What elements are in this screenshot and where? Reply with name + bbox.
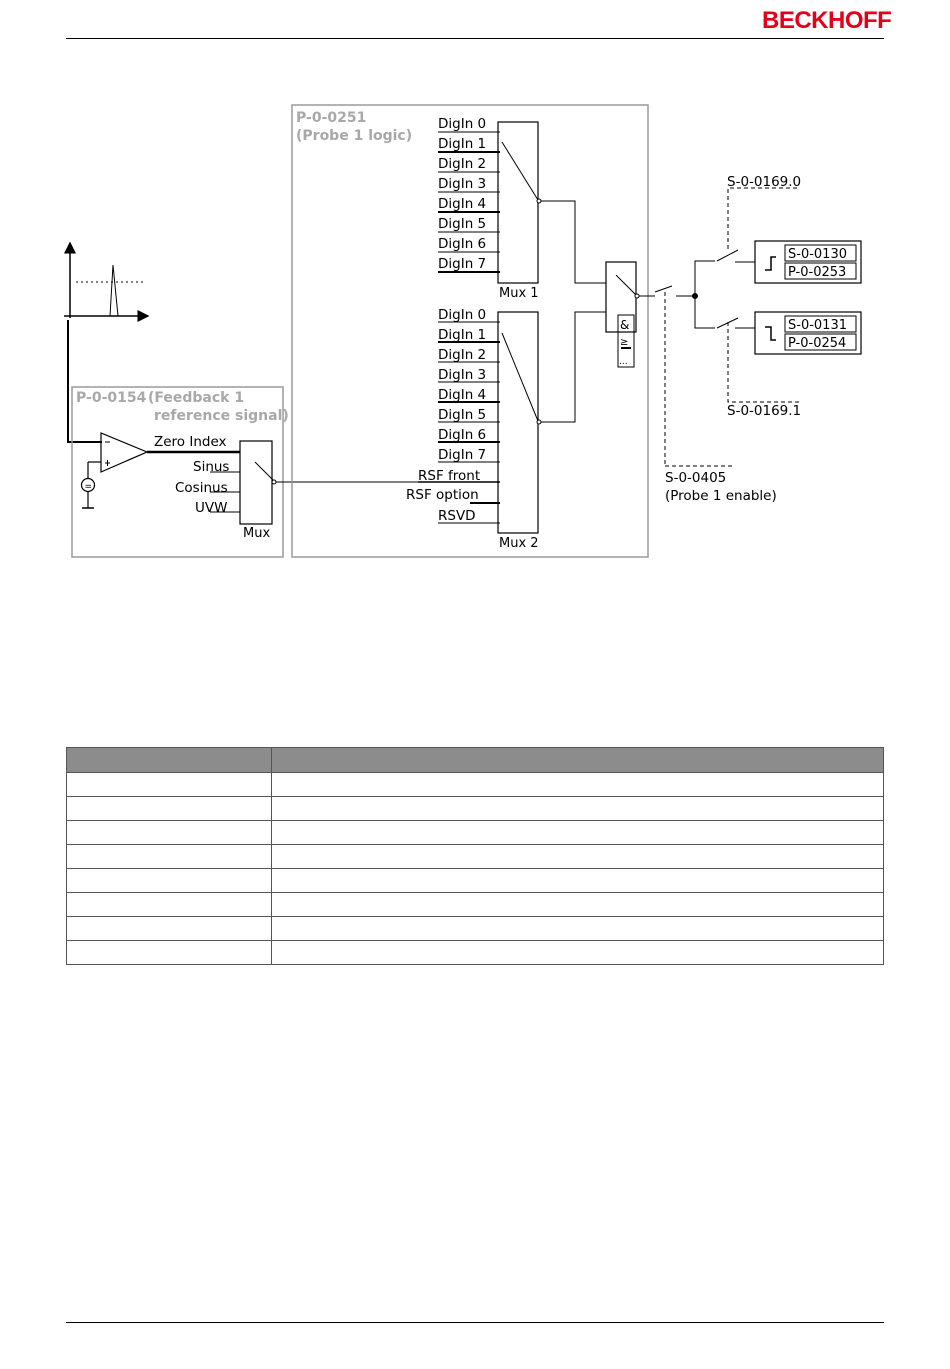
table-row — [66, 844, 884, 869]
logic-or-symbol: ≥ — [620, 337, 628, 348]
enable-label: (Probe 1 enable) — [665, 488, 777, 504]
table-cell — [271, 892, 884, 917]
parameter-table — [66, 747, 884, 965]
footer-rule — [66, 1322, 884, 1323]
signal-graph — [64, 241, 150, 443]
feedback-box: P-0-0154 (Feedback 1 reference signal) — [71, 386, 289, 558]
reference-source-icon — [80, 477, 96, 493]
table-header-cell — [66, 747, 272, 773]
probe-param: P-0-0251 — [296, 110, 366, 126]
mux1-input-1: DigIn 1 — [438, 136, 486, 152]
mux2-input-1: DigIn 1 — [438, 327, 486, 343]
mux2-input-5: DigIn 5 — [438, 407, 486, 423]
beckhoff-logo: BECKHOFF — [762, 7, 892, 34]
mux2-input-9: RSF option — [406, 487, 479, 503]
table-header — [66, 747, 884, 773]
mux1-input-5: DigIn 5 — [438, 216, 486, 232]
mux2-input-2: DigIn 2 — [438, 347, 486, 363]
probe-title: (Probe 1 logic) — [296, 128, 412, 144]
table-header-cell — [271, 747, 884, 773]
table-cell — [66, 940, 272, 965]
mux1-input-3: DigIn 3 — [438, 176, 486, 192]
table-cell — [66, 916, 272, 941]
mux1-label: Mux 1 — [499, 286, 539, 301]
control-top: S-0-0169.0 — [727, 174, 801, 190]
rising-edge-icon — [765, 256, 776, 271]
table-cell — [271, 796, 884, 821]
input-uvw: UVW — [195, 500, 227, 516]
table-row — [66, 940, 884, 965]
mux2-inputs: DigIn 0 DigIn 1 DigIn 2 DigIn 3 DigIn 4 … — [406, 307, 500, 524]
table-cell — [66, 820, 272, 845]
control-bottom: S-0-0169.1 — [727, 403, 801, 419]
probe-logic-box: P-0-0251 (Probe 1 logic) — [291, 104, 649, 558]
table-row — [66, 892, 884, 917]
input-sinus: Sinus — [193, 459, 229, 475]
mux2-input-0: DigIn 0 — [438, 307, 486, 323]
table-cell — [66, 796, 272, 821]
ground-symbol: = — [85, 482, 93, 492]
table-cell — [271, 820, 884, 845]
table-row — [66, 820, 884, 845]
table-cell — [271, 772, 884, 797]
mux-feedback-label: Mux — [243, 526, 270, 541]
rising-output-0: S-0-0130 — [788, 247, 847, 262]
feedback-title-line2: reference signal) — [154, 408, 289, 424]
table-row — [66, 772, 884, 797]
table-cell — [271, 868, 884, 893]
mux2-input-8: RSF front — [418, 468, 480, 484]
mux2-input-7: DigIn 7 — [438, 447, 486, 463]
output-box-rising — [754, 240, 862, 284]
table-cell — [271, 940, 884, 965]
rising-output-1: P-0-0253 — [788, 265, 846, 280]
enable-param: S-0-0405 — [665, 470, 726, 486]
input-cosinus: Cosinus — [175, 480, 228, 496]
table-cell — [66, 772, 272, 797]
mux2-input-6: DigIn 6 — [438, 427, 486, 443]
mux2-input-3: DigIn 3 — [438, 367, 486, 383]
header-rule — [66, 38, 884, 39]
mux1-input-7: DigIn 7 — [438, 256, 486, 272]
output-box-falling — [754, 311, 862, 355]
falling-output-1: P-0-0254 — [788, 336, 846, 351]
mux2-input-4: DigIn 4 — [438, 387, 486, 403]
logic-selector — [605, 261, 655, 368]
mux2-label: Mux 2 — [499, 536, 539, 551]
feedback-title-line1: (Feedback 1 — [148, 390, 244, 406]
mux1-inputs: DigIn 0 DigIn 1 DigIn 2 DigIn 3 DigIn 4 … — [438, 116, 500, 273]
feedback-param: P-0-0154 — [76, 390, 147, 406]
table-cell — [66, 892, 272, 917]
falling-edge-icon — [765, 326, 776, 341]
falling-output-0: S-0-0131 — [788, 318, 847, 333]
mux1-input-4: DigIn 4 — [438, 196, 486, 212]
table-cell — [66, 868, 272, 893]
input-zero-index: Zero Index — [154, 434, 227, 450]
mux2-input-10: RSVD — [438, 508, 476, 524]
table-row — [66, 868, 884, 893]
mux1-input-6: DigIn 6 — [438, 236, 486, 252]
table-cell — [271, 916, 884, 941]
mux1-input-0: DigIn 0 — [438, 116, 486, 132]
table-cell — [66, 844, 272, 869]
table-row — [66, 916, 884, 941]
mux1-input-2: DigIn 2 — [438, 156, 486, 172]
enable-switch — [654, 285, 733, 467]
logic-and-symbol: & — [620, 318, 629, 332]
table-row — [66, 796, 884, 821]
table-cell — [271, 844, 884, 869]
edge-switches — [694, 187, 800, 403]
comparator — [80, 432, 149, 509]
logic-dots: ... — [619, 357, 628, 367]
mux2 — [497, 311, 606, 534]
mux1 — [497, 121, 606, 284]
